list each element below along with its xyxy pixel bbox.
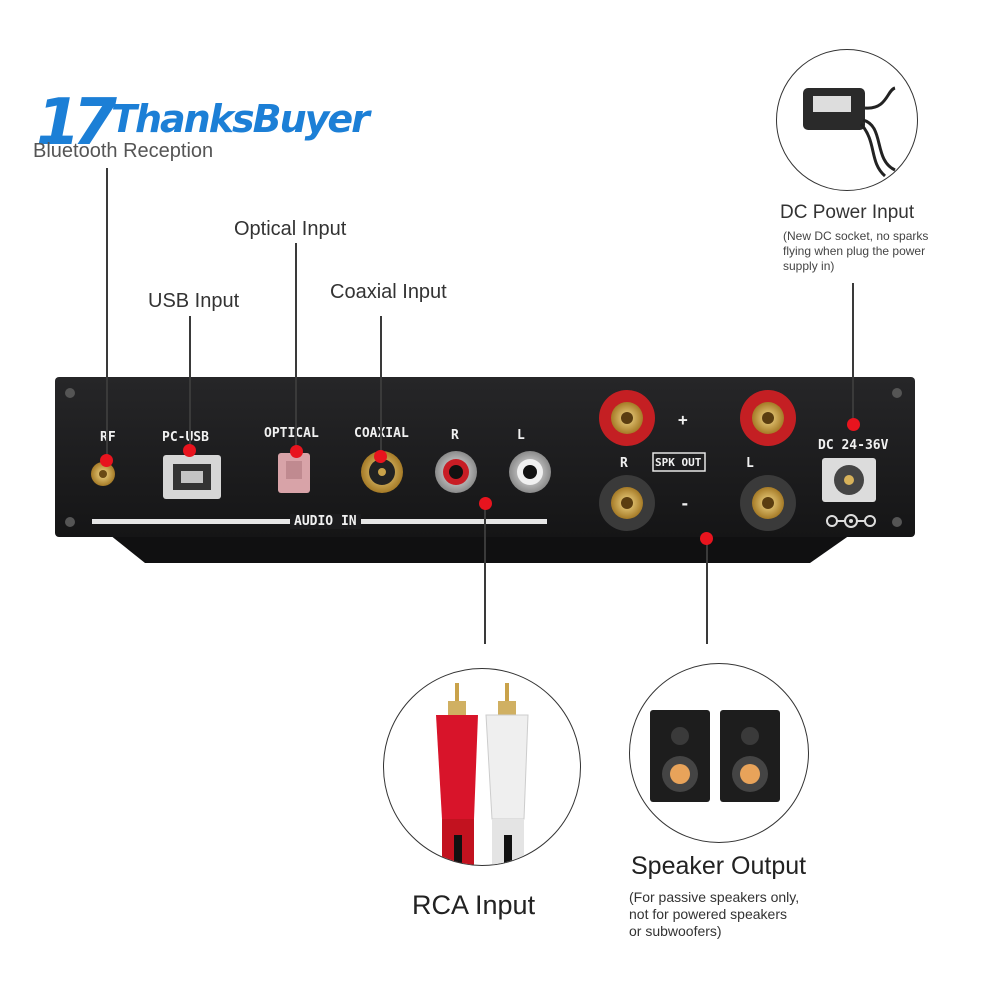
callout-dc-power: DC Power Input <box>780 202 915 223</box>
speaker-note: (For passive speakers only, not for powe… <box>629 889 799 940</box>
panel-label-pc-usb: PC-USB <box>162 430 209 445</box>
panel-label-dc-rating: DC 24-36V <box>818 438 889 453</box>
callout-optical: Optical Input <box>234 218 347 240</box>
leader-line-rca <box>484 506 486 644</box>
leader-line-usb <box>189 316 191 450</box>
leader-line-dc-power <box>852 283 854 423</box>
callout-speaker: Speaker Output <box>631 852 807 880</box>
rca-cable-thumbnail <box>383 668 581 866</box>
brand-logo: 17ThanksBuyer <box>36 86 370 160</box>
marker-optical <box>290 445 303 458</box>
speaker-note-line: (For passive speakers only, <box>629 889 800 905</box>
callout-coaxial: Coaxial Input <box>330 281 447 303</box>
panel-label-r: R <box>451 428 459 443</box>
marker-usb <box>183 444 196 457</box>
leader-line-optical <box>295 243 297 450</box>
leader-line-speaker <box>706 540 708 644</box>
rca-cable-icon <box>436 683 529 865</box>
leader-line-coaxial <box>380 316 382 454</box>
speaker-note-line: not for powered speakers <box>629 906 787 922</box>
callout-bluetooth: Bluetooth Reception <box>33 140 214 162</box>
callout-usb: USB Input <box>148 290 240 312</box>
panel-label-plus: + <box>678 410 688 429</box>
speaker-note-line: or subwoofers) <box>629 923 722 939</box>
callout-rca: RCA Input <box>412 890 536 920</box>
panel-label-l: L <box>517 428 525 443</box>
marker-speaker <box>700 532 713 545</box>
amplifier-back-panel <box>55 377 915 563</box>
logo-text: ThanksBuyer <box>111 97 370 141</box>
logo-mark: 17 <box>36 86 117 160</box>
dc-note-line: flying when plug the power <box>783 244 926 258</box>
dc-note-line: (New DC socket, no sparks <box>783 229 929 243</box>
leader-line-bluetooth <box>106 168 108 460</box>
panel-label-audio-in: AUDIO IN <box>290 514 361 529</box>
panel-label-spk-out: SPK OUT <box>655 456 702 469</box>
panel-label-optical: OPTICAL <box>264 426 319 441</box>
dc-power-note: (New DC socket, no sparks flying when pl… <box>783 229 928 274</box>
marker-coaxial <box>374 450 387 463</box>
power-adapter-thumbnail <box>776 49 918 191</box>
marker-rf <box>100 454 113 467</box>
dc-note-line: supply in) <box>783 259 835 273</box>
marker-dc-power <box>847 418 860 431</box>
panel-label-spk-r: R <box>620 456 628 471</box>
speakers-thumbnail <box>629 663 809 843</box>
panel-label-spk-l: L <box>746 456 754 471</box>
speakers-icon <box>650 710 780 802</box>
power-adapter-icon <box>803 86 896 178</box>
panel-label-minus: - <box>680 494 690 513</box>
marker-rca <box>479 497 492 510</box>
